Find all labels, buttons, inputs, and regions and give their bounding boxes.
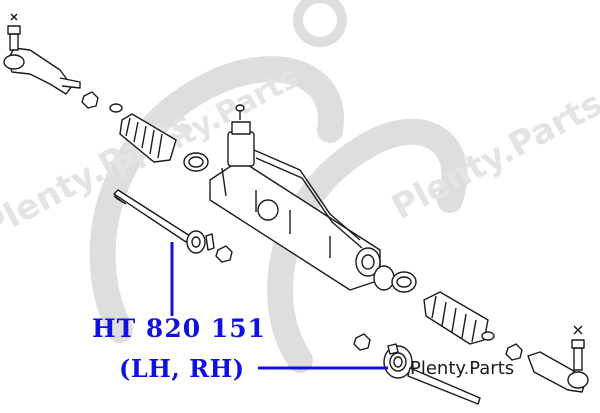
clip-left (109, 103, 123, 113)
watermark-ring (293, 0, 347, 47)
tie-rod-end-right (527, 325, 589, 393)
watermark-swoosh-left (89, 56, 344, 343)
lock-nut-left (81, 91, 99, 109)
steering-rack-housing (209, 104, 395, 291)
brand-suffix: Parts (469, 358, 515, 379)
lock-nut-right (505, 343, 523, 361)
washer-right (353, 333, 371, 351)
side-label: (LH, RH) (119, 354, 245, 383)
callout-leaders (170, 242, 388, 370)
washer-left (215, 245, 233, 263)
inner-tie-rod-left (113, 189, 215, 254)
part-number-label: HT 820 151 (92, 314, 267, 343)
brand-logo: Plenty.Parts (410, 360, 514, 378)
watermark-swoosh-right (267, 118, 468, 373)
brand-separator: . (463, 358, 470, 379)
tie-rod-end-left (3, 13, 81, 95)
inner-tie-rod-right (383, 343, 481, 405)
brand-name: Plenty (410, 358, 464, 379)
watermark-text-right: Plenty.Parts (385, 84, 600, 228)
rack-boot-right (423, 291, 489, 345)
line-art (3, 13, 589, 405)
clip-right (481, 331, 495, 341)
rack-boot-left (119, 113, 177, 163)
watermark (89, 0, 468, 373)
